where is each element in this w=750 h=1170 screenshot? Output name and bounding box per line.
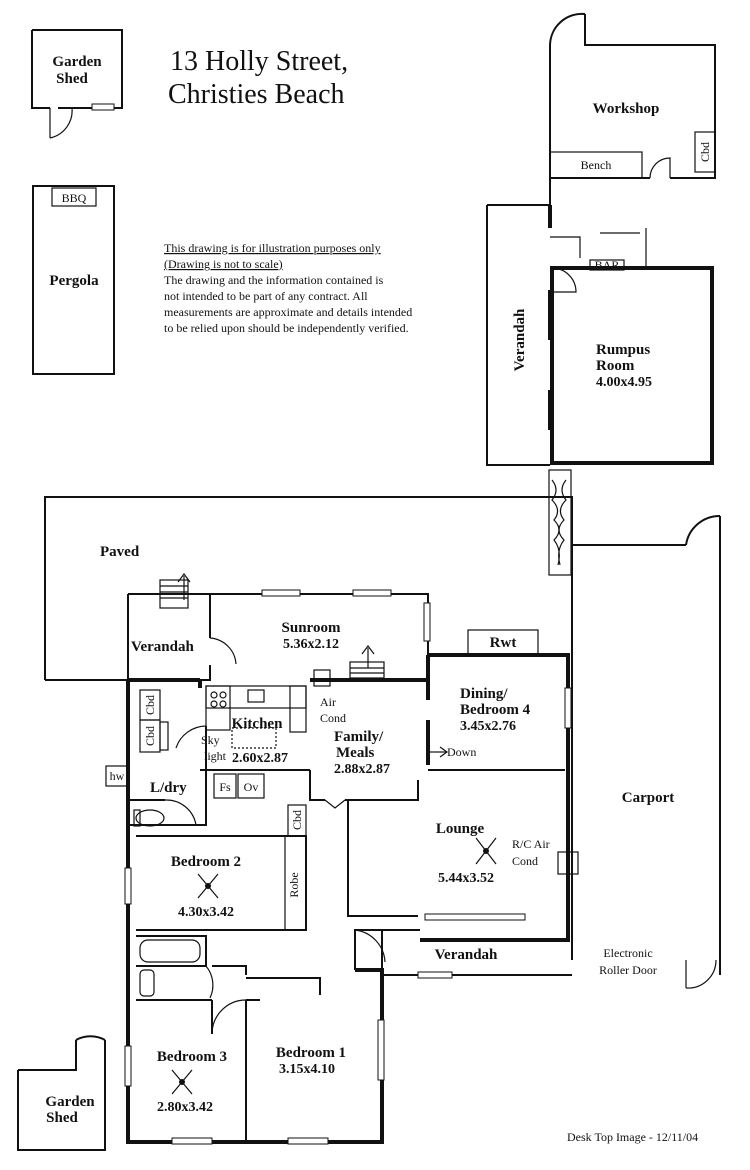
carport-label: Carport <box>622 790 675 806</box>
garden-shed-bottom-line1: Garden <box>45 1094 95 1110</box>
title-line1: 13 Holly Street, <box>170 46 348 77</box>
sunroom-label: Sunroom <box>282 620 341 636</box>
title-line2: Christies Beach <box>168 79 345 110</box>
hedge <box>548 469 572 576</box>
bedroom3-fan-icon <box>171 1069 193 1095</box>
verandah-side: Verandah <box>131 573 194 655</box>
bedroom3-label: Bedroom 3 <box>157 1049 227 1065</box>
disclaimer-line3: The drawing and the information containe… <box>164 273 384 287</box>
cbd-c-label: Cbd <box>290 810 304 830</box>
rumpus-room: Rumpus Room 4.00x4.95 <box>550 266 714 465</box>
bar-area: BAR <box>550 228 647 293</box>
rc-aircond-line1: R/C Air <box>512 837 550 851</box>
sunroom: Sunroom 5.36x2.12 <box>282 620 385 679</box>
disclaimer-line5: measurements are approximate and details… <box>164 305 412 319</box>
verandah-front: Verandah <box>354 929 572 979</box>
verandah-rear-label: Verandah <box>512 308 528 371</box>
fs-label: Fs <box>219 780 231 794</box>
disclaimer: This drawing is for illustration purpose… <box>164 241 412 335</box>
lounge: Lounge 5.44x3.52 R/C Air Cond <box>347 800 579 921</box>
roller-door-line2: Roller Door <box>599 963 657 977</box>
dining-line2: Bedroom 4 <box>460 702 531 718</box>
bedroom2-dim: 4.30x3.42 <box>178 905 234 920</box>
roller-door-line1: Electronic <box>603 946 652 960</box>
disclaimer-line2: (Drawing is not to scale) <box>164 257 283 271</box>
ldry-label: L/dry <box>150 780 187 796</box>
bedroom2-label: Bedroom 2 <box>171 854 241 870</box>
skylight-line2: light <box>204 749 227 763</box>
kitchen-dim: 2.60x2.87 <box>232 751 288 766</box>
disclaimer-line6: to be relied upon should be independentl… <box>164 321 409 335</box>
rwt-label: Rwt <box>490 635 517 651</box>
verandah-rear: Verandah <box>486 204 552 466</box>
rumpus-line2: Room <box>596 358 635 374</box>
lounge-label: Lounge <box>436 821 485 837</box>
pergola-label: Pergola <box>49 273 99 289</box>
rumpus-line1: Rumpus <box>596 342 650 358</box>
lounge-fan-icon <box>475 837 497 865</box>
garden-shed-bottom-line2: Shed <box>46 1110 78 1126</box>
footer-credit: Desk Top Image - 12/11/04 <box>567 1130 698 1144</box>
bbq-label: BBQ <box>62 191 87 205</box>
pergola: BBQ Pergola <box>32 185 115 375</box>
carport: Carport Electronic Roller Door <box>571 514 721 989</box>
family-line1: Family/ <box>334 729 384 745</box>
cbd-a-label: Cbd <box>143 695 157 715</box>
dining-bedroom4: Rwt Dining/ Bedroom 4 3.45x2.76 <box>428 629 572 771</box>
garden-shed-top: Garden Shed <box>31 29 123 139</box>
laundry: Cbd Cbd hw L/dry Fs Ov <box>105 689 265 827</box>
bedroom-2: Robe Cbd Bedroom 2 4.30x3.42 <box>124 804 307 931</box>
garden-shed-top-line1: Garden <box>52 54 102 70</box>
bench-label: Bench <box>581 158 612 172</box>
bedroom-3: Bedroom 3 2.80x3.42 <box>124 999 247 1145</box>
rc-aircond-line2: Cond <box>512 854 538 868</box>
aircond-line2: Cond <box>320 711 346 725</box>
dining-dim: 3.45x2.76 <box>460 719 516 734</box>
family-dim: 2.88x2.87 <box>334 762 390 777</box>
aircond-line1: Air <box>320 695 336 709</box>
bathroom <box>136 935 247 1001</box>
lounge-dim: 5.44x3.52 <box>438 871 494 886</box>
disclaimer-line1: This drawing is for illustration purpose… <box>164 241 381 255</box>
family-line2: Meals <box>336 745 374 761</box>
garden-shed-top-line2: Shed <box>56 71 88 87</box>
down-label: Down <box>447 745 476 759</box>
bedroom-1: Bedroom 1 3.15x4.10 <box>246 977 385 1145</box>
paved-area: Paved <box>44 496 573 681</box>
hw-label: hw <box>110 769 125 783</box>
workshop-label: Workshop <box>593 101 660 117</box>
verandah-front-label: Verandah <box>435 947 498 963</box>
bedroom2-fan-icon <box>197 873 219 899</box>
disclaimer-line4: not intended to be part of any contract.… <box>164 289 368 303</box>
bedroom3-dim: 2.80x3.42 <box>157 1100 213 1115</box>
verandah-side-label: Verandah <box>131 639 194 655</box>
paved-label: Paved <box>100 544 140 560</box>
family-meals: Air Cond Family/ Meals 2.88x2.87 Down <box>309 669 476 809</box>
rumpus-dim: 4.00x4.95 <box>596 375 652 390</box>
kitchen: Kitchen Sky light 2.60x2.87 <box>175 685 310 780</box>
cbd-b-label: Cbd <box>143 726 157 746</box>
ov-label: Ov <box>244 780 259 794</box>
workshop-cbd-label: Cbd <box>698 142 712 162</box>
skylight-line1: Sky <box>201 733 220 747</box>
bedroom1-label: Bedroom 1 <box>276 1045 346 1061</box>
robe-label: Robe <box>287 872 301 897</box>
kitchen-label: Kitchen <box>232 716 283 732</box>
garden-shed-bottom: Garden Shed <box>17 1035 106 1151</box>
dining-line1: Dining/ <box>460 686 508 702</box>
workshop: Bench Cbd Workshop <box>549 12 716 205</box>
sunroom-dim: 5.36x2.12 <box>283 637 339 652</box>
bedroom1-dim: 3.15x4.10 <box>279 1062 335 1077</box>
